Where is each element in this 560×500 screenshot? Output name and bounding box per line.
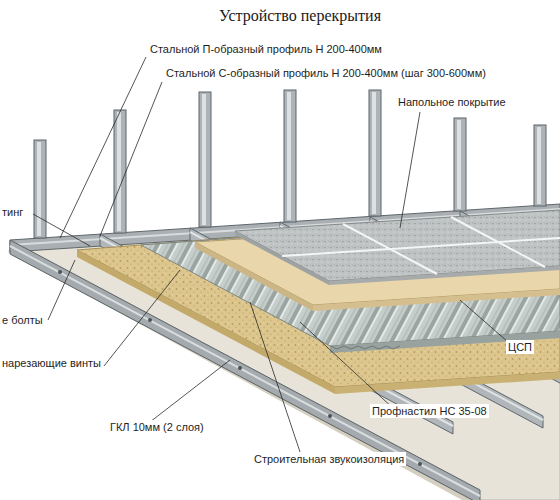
callout-label: Строительная звукоизоляция xyxy=(252,452,406,466)
diagram-title: Устройство перекрытия xyxy=(216,6,384,26)
callout-label: тинг xyxy=(0,205,25,219)
callout-label: Напольное покрытие xyxy=(396,95,508,109)
callout-label: Стальной П-образный профиль Н 200-400мм xyxy=(148,42,384,56)
callout-label: нарезающие винты xyxy=(0,356,103,370)
callout-label: Профнастил НС 35-08 xyxy=(370,404,489,418)
callout-label: Стальной С-образный профиль Н 200-400мм … xyxy=(164,66,488,80)
callout-label: ГКЛ 10мм (2 слоя) xyxy=(108,420,206,434)
callout-label: ЦСП xyxy=(506,340,534,354)
callout-label: е болты xyxy=(0,313,45,327)
